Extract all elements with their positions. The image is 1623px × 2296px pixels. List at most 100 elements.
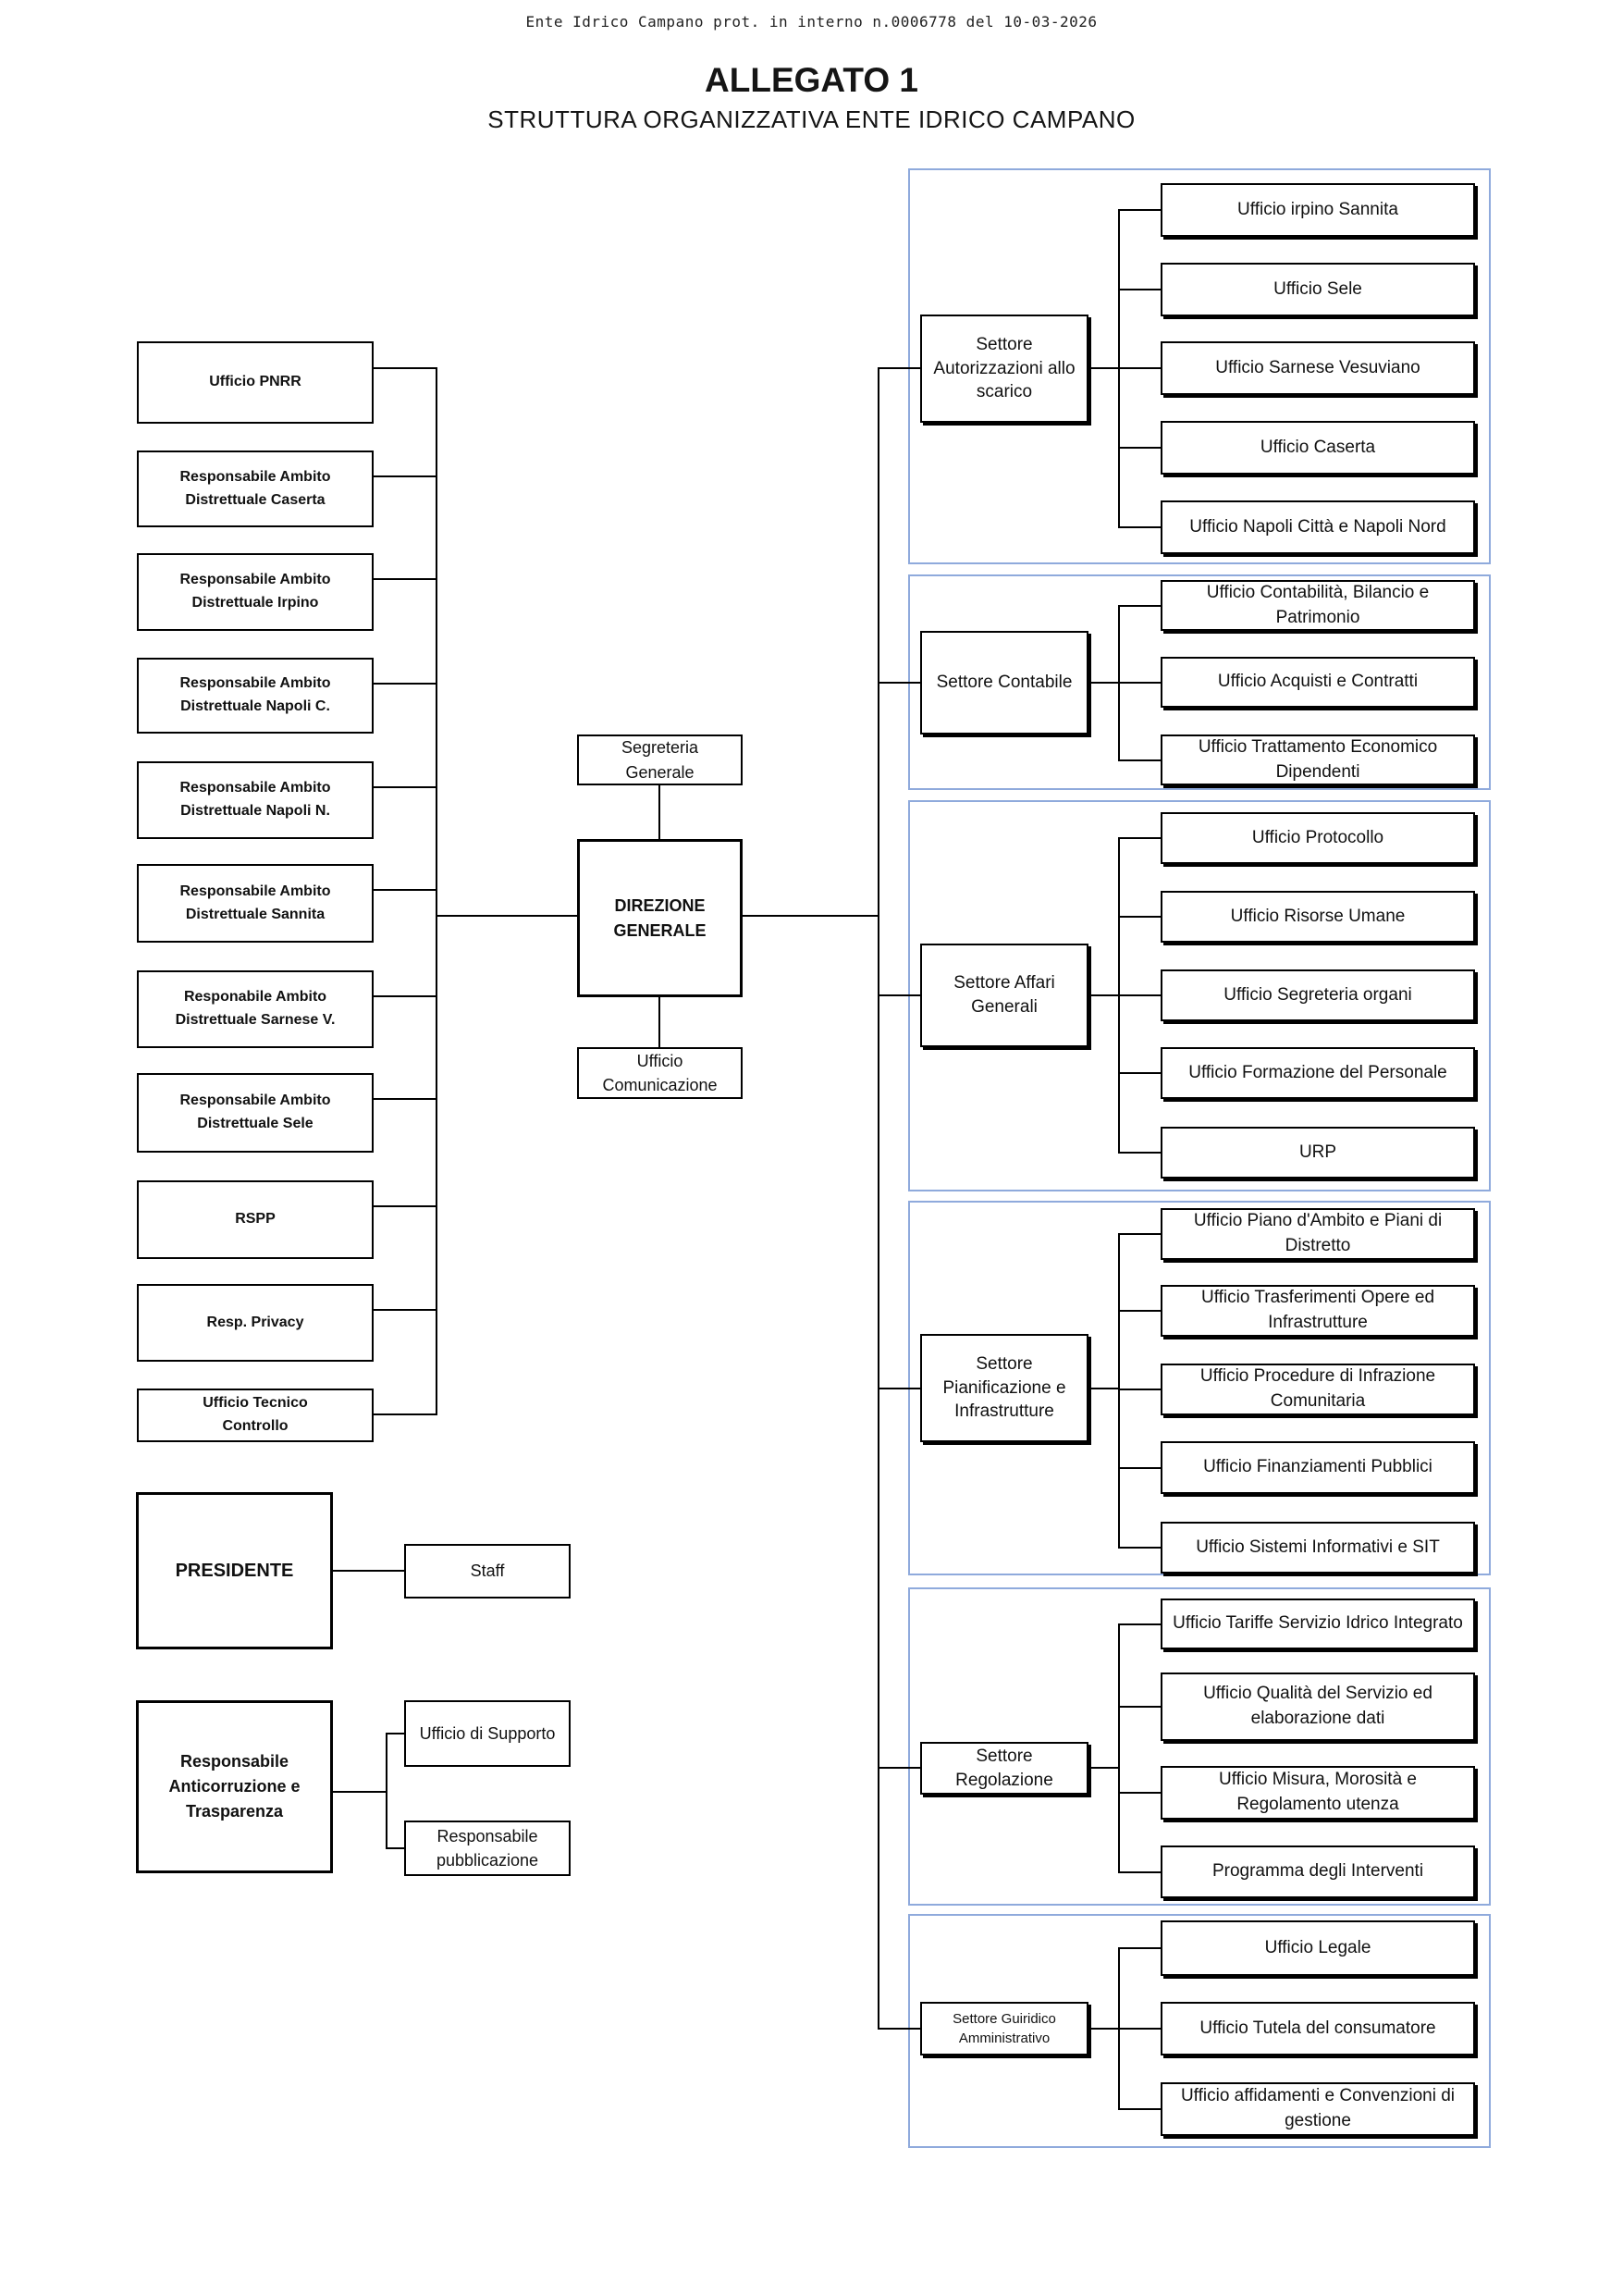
connector-left-trunk [436, 367, 437, 1415]
box-label: Ufficio Acquisti e Contratti [1217, 672, 1419, 692]
box-responsabile-ambito-sannita: Responsabile Ambito Distrettuale Sannita [137, 864, 374, 943]
connector-line [1120, 209, 1161, 211]
page-subtitle: STRUTTURA ORGANIZZATIVA ENTE IDRICO CAMP… [487, 105, 1136, 133]
sector-box-affari-generali: Settore Affari Generali [920, 944, 1088, 1047]
box-label: Settore Pianificazione e Infrastrutture [942, 1354, 1066, 1422]
box-label: Ufficio Sele [1273, 278, 1362, 299]
office-ufficio-caserta: Ufficio Caserta [1161, 421, 1475, 475]
connector-office-trunk [1118, 1947, 1120, 2110]
box-ufficio-di-supporto: Ufficio di Supporto [404, 1700, 571, 1767]
box-label: Ufficio Formazione del Personale [1188, 1062, 1447, 1082]
sector-container-giuridico [908, 1914, 1491, 2148]
connector-line [1120, 682, 1161, 684]
office-ufficio-acquisti-contratti: Ufficio Acquisti e Contratti [1161, 657, 1475, 708]
connector-line [879, 994, 920, 996]
box-label: Ufficio Tecnico Controllo [203, 1395, 308, 1434]
connector-line [1120, 367, 1161, 369]
connector-line [743, 915, 879, 917]
box-segreteria-generale: Segreteria Generale [577, 734, 743, 785]
connector-line [1091, 1767, 1120, 1769]
box-responsabile-ambito-sarnese-v: Responabile Ambito Distrettuale Sarnese … [137, 970, 374, 1048]
connector-line [1120, 1792, 1161, 1794]
connector-line [1091, 2028, 1120, 2030]
connector-office-trunk [1118, 1623, 1120, 1873]
connector-line [1120, 1152, 1161, 1154]
box-ufficio-tecnico-controllo: Ufficio Tecnico Controllo [137, 1389, 374, 1442]
box-ufficio-comunicazione: Ufficio Comunicazione [577, 1047, 743, 1099]
box-label: Ufficio Napoli Città e Napoli Nord [1189, 516, 1446, 537]
connector-line [1120, 1072, 1161, 1074]
connector-line [1091, 367, 1120, 369]
box-label: Resp. Privacy [206, 1314, 304, 1330]
box-label: Ufficio Tariffe Servizio Idrico Integrat… [1173, 1613, 1463, 1634]
box-responsabile-ambito-irpino: Responsabile Ambito Distrettuale Irpino [137, 553, 374, 631]
box-staff: Staff [404, 1544, 571, 1599]
box-label: Staff [470, 1562, 505, 1581]
connector-line [1091, 682, 1120, 684]
box-label: Responsabile Ambito Distrettuale Sannita [179, 883, 331, 922]
connector-line [374, 1413, 436, 1415]
connector-line [1120, 1467, 1161, 1469]
connector-line [436, 915, 577, 917]
box-label: Settore Contabile [936, 673, 1073, 693]
box-label: Ufficio Contabilità, Bilancio e Patrimon… [1206, 582, 1430, 627]
box-label: Ufficio Procedure di Infrazione Comunita… [1199, 1366, 1436, 1411]
box-rspp: RSPP [137, 1180, 374, 1259]
office-ufficio-tariffe-servizio-idrico: Ufficio Tariffe Servizio Idrico Integrat… [1161, 1599, 1475, 1649]
connector-line [1120, 2028, 1161, 2030]
connector-line [374, 367, 436, 369]
sector-box-contabile: Settore Contabile [920, 631, 1088, 734]
office-ufficio-sarnese-vesuviano: Ufficio Sarnese Vesuviano [1161, 341, 1475, 395]
office-ufficio-procedure-infrazione-comunitaria: Ufficio Procedure di Infrazione Comunita… [1161, 1364, 1475, 1415]
box-label: Ufficio Comunicazione [602, 1051, 718, 1094]
connector-line [879, 367, 920, 369]
box-label: Ufficio Trasferimenti Opere ed Infrastru… [1200, 1288, 1435, 1332]
connector-line [1120, 759, 1161, 761]
office-ufficio-tutela-consumatore: Ufficio Tutela del consumatore [1161, 2002, 1475, 2055]
connector-line [879, 682, 920, 684]
box-resp-privacy: Resp. Privacy [137, 1284, 374, 1362]
box-direzione-generale: DIREZIONE GENERALE [577, 839, 743, 997]
box-label: Responsabile pubblicazione [436, 1826, 539, 1870]
office-ufficio-affidamenti-convenzioni: Ufficio affidamenti e Convenzioni di ges… [1161, 2082, 1475, 2136]
sector-box-giuridico-amministrativo: Settore Guiridico Amministrativo [920, 2002, 1088, 2055]
connector-line [1120, 837, 1161, 839]
box-label: Responsabile Ambito Distrettuale Caserta [179, 468, 331, 508]
page-title: ALLEGATO 1 [705, 61, 918, 99]
connector-right-trunk [878, 367, 879, 2030]
office-ufficio-irpino-sannita: Ufficio irpino Sannita [1161, 183, 1475, 237]
box-label: Responsabile Ambito Distrettuale Napoli … [179, 675, 331, 714]
office-ufficio-risorse-umane: Ufficio Risorse Umane [1161, 891, 1475, 943]
connector-line [879, 1767, 920, 1769]
connector-office-trunk [1118, 605, 1120, 761]
connector-line [658, 785, 660, 839]
box-label: Ufficio Qualità del Servizio ed elaboraz… [1203, 1684, 1432, 1728]
box-presidente: PRESIDENTE [136, 1492, 333, 1649]
box-responsabile-ambito-napoli-n: Responsabile Ambito Distrettuale Napoli … [137, 761, 374, 839]
connector-line [1120, 916, 1161, 918]
connector-line [1120, 526, 1161, 528]
connector-line [1120, 1233, 1161, 1235]
connector-line [374, 1098, 436, 1100]
box-label: Responsabile Ambito Distrettuale Sele [179, 1092, 331, 1131]
sector-box-pianificazione-infrastrutture: Settore Pianificazione e Infrastrutture [920, 1334, 1088, 1442]
connector-line [374, 578, 436, 580]
connector-line [879, 1388, 920, 1389]
box-label: Segreteria Generale [621, 738, 699, 782]
box-label: RSPP [235, 1211, 276, 1228]
connector-line [879, 2028, 920, 2030]
office-ufficio-piano-ambito-piani-distretto: Ufficio Piano d'Ambito e Piani di Distre… [1161, 1208, 1475, 1260]
box-label: Responsabile Ambito Distrettuale Napoli … [179, 780, 331, 819]
connector-line [1120, 605, 1161, 607]
box-label: Ufficio di Supporto [419, 1723, 556, 1743]
connector-line [1120, 1389, 1161, 1390]
box-responsabile-ambito-caserta: Responsabile Ambito Distrettuale Caserta [137, 451, 374, 527]
connector-line [1120, 447, 1161, 449]
connector-line [1091, 994, 1120, 996]
office-ufficio-contabilita-bilancio-patrimonio: Ufficio Contabilità, Bilancio e Patrimon… [1161, 580, 1475, 631]
box-label: Responsabile Ambito Distrettuale Irpino [179, 572, 331, 611]
office-programma-degli-interventi: Programma degli Interventi [1161, 1845, 1475, 1898]
connector-line [1091, 1388, 1120, 1389]
connector-line [1120, 1310, 1161, 1312]
